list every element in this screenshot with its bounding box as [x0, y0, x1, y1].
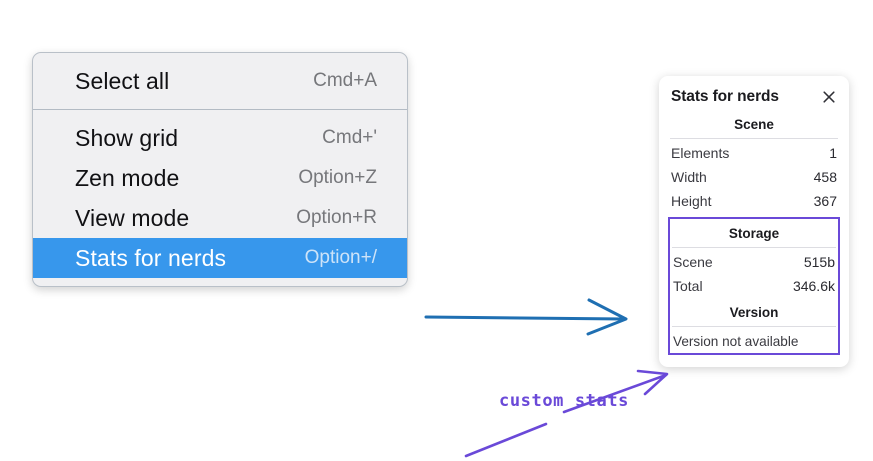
stat-label: Width — [671, 169, 707, 185]
menu-item-view-mode[interactable]: View mode Option+R — [33, 198, 407, 238]
section-divider — [672, 326, 836, 327]
section-heading-version: Version — [729, 305, 779, 320]
context-menu[interactable]: Select all Cmd+A Show grid Cmd+' Zen mod… — [32, 52, 408, 287]
table-row: Elements 1 — [670, 141, 838, 165]
menu-item-stats-for-nerds[interactable]: Stats for nerds Option+/ — [33, 238, 407, 278]
menu-item-shortcut: Option+R — [296, 207, 377, 228]
section-heading-scene: Scene — [734, 117, 774, 132]
menu-item-label: View mode — [75, 204, 190, 231]
table-row: Scene 515b — [672, 250, 836, 274]
version-text: Version not available — [673, 334, 799, 349]
table-row: Height 367 — [670, 189, 838, 213]
menu-item-label: Select all — [75, 67, 170, 94]
stat-value: 346.6k — [792, 278, 835, 294]
menu-section-2: Show grid Cmd+' Zen mode Option+Z View m… — [33, 109, 407, 286]
menu-item-zen-mode[interactable]: Zen mode Option+Z — [33, 158, 407, 198]
menu-item-label: Show grid — [75, 124, 179, 151]
stat-label: Height — [671, 193, 712, 209]
menu-item-shortcut: Option+Z — [298, 167, 377, 188]
stat-value: 367 — [813, 193, 837, 209]
stats-panel-header: Stats for nerds — [659, 86, 849, 110]
section-heading-storage: Storage — [728, 226, 780, 241]
menu-section-1: Select all Cmd+A — [33, 53, 407, 109]
table-row: Total 346.6k — [672, 274, 836, 298]
stats-for-nerds-panel: Stats for nerds Scene Elements 1 Width 4… — [659, 76, 849, 367]
menu-item-shortcut: Cmd+' — [322, 127, 377, 148]
stat-value: 458 — [813, 169, 837, 185]
menu-item-shortcut: Cmd+A — [313, 70, 377, 91]
table-row: Width 458 — [670, 165, 838, 189]
stat-label: Elements — [671, 145, 730, 161]
purple-underline-stroke — [464, 422, 548, 458]
menu-item-shortcut: Option+/ — [304, 247, 377, 268]
stats-panel-title: Stats for nerds — [671, 88, 779, 105]
stat-value: 1 — [829, 145, 837, 161]
stats-panel-body: Scene Elements 1 Width 458 Height 367 St… — [659, 110, 849, 355]
section-divider — [670, 138, 838, 139]
menu-item-label: Stats for nerds — [75, 244, 227, 271]
menu-item-select-all[interactable]: Select all Cmd+A — [33, 61, 407, 101]
section-divider — [672, 247, 836, 248]
close-icon[interactable] — [821, 89, 837, 105]
annotation-label-custom-stats: custom stats — [499, 391, 630, 411]
blue-arrow-icon — [424, 298, 628, 336]
menu-item-label: Zen mode — [75, 164, 180, 191]
stat-label: Scene — [673, 254, 713, 270]
custom-stats-highlight-box: Storage Scene 515b Total 346.6k Version … — [668, 217, 840, 355]
stat-label: Total — [673, 278, 703, 294]
stat-value: 515b — [803, 254, 835, 270]
menu-item-show-grid[interactable]: Show grid Cmd+' — [33, 118, 407, 158]
